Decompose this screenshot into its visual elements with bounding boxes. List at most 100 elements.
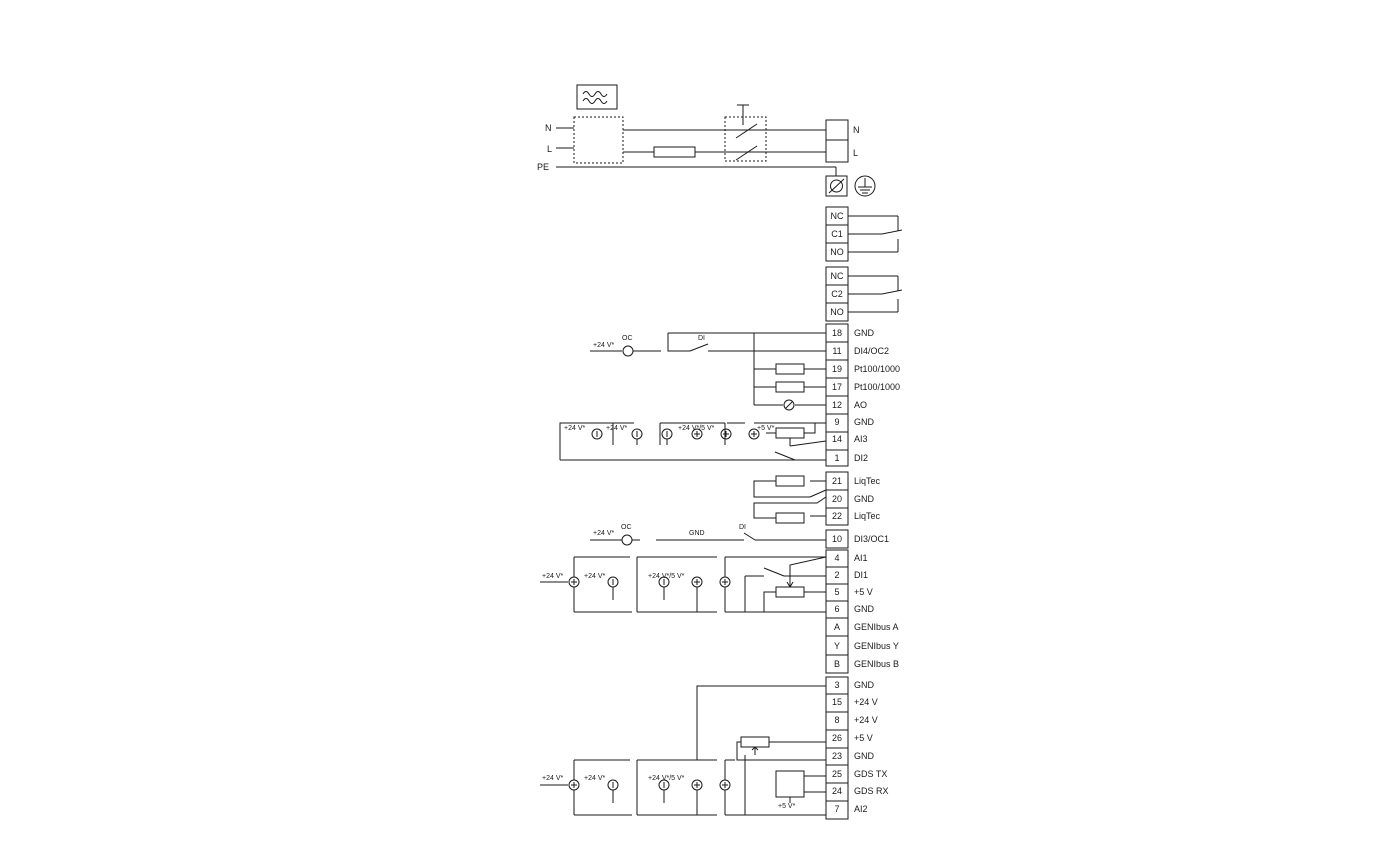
resistor bbox=[775, 363, 805, 375]
terminal-label-5v: +5 V bbox=[854, 587, 873, 597]
terminal-7: 7 bbox=[834, 804, 839, 814]
terminal-l bbox=[825, 139, 849, 163]
voltage-label: +24 V*/5 V* bbox=[648, 775, 685, 782]
terminal-label-di4-oc2: DI4/OC2 bbox=[854, 346, 889, 356]
terminal-17: 17 bbox=[832, 382, 842, 392]
voltage-label: +24 V*/5 V* bbox=[648, 573, 685, 580]
terminal-label-ai3: AI3 bbox=[854, 434, 868, 444]
ground-icon bbox=[854, 175, 876, 197]
terminal-4: 4 bbox=[834, 553, 839, 563]
terminal-label-pt100-a: Pt100/1000 bbox=[854, 364, 900, 374]
terminal-label-n: N bbox=[853, 125, 860, 135]
terminal-label-genibus-b: GENIbus B bbox=[854, 659, 899, 669]
terminal-label-liqtec: LiqTec bbox=[854, 511, 881, 521]
terminal-24: 24 bbox=[832, 786, 842, 796]
voltage-label: +5 V* bbox=[778, 803, 796, 810]
voltage-label: +24 V* bbox=[593, 342, 614, 349]
oc-output-icon bbox=[621, 534, 633, 546]
terminal-a: A bbox=[834, 622, 840, 632]
terminal-label-l: L bbox=[853, 148, 858, 158]
resistor bbox=[775, 381, 805, 393]
terminal-label-gnd: GND bbox=[854, 417, 875, 427]
relay-1-c: C1 bbox=[831, 229, 843, 239]
resistor bbox=[775, 475, 805, 487]
relay-2: NC C2 NO bbox=[825, 266, 903, 322]
terminal-block-2: 21 20 22 LiqTec GND LiqTec bbox=[825, 471, 881, 526]
terminal-5: 5 bbox=[834, 587, 839, 597]
terminal-y: Y bbox=[834, 641, 840, 651]
terminal-8: 8 bbox=[834, 715, 839, 725]
relay-2-no: NO bbox=[830, 307, 844, 317]
terminal-3: 3 bbox=[834, 680, 839, 690]
terminal-label-genibus-a: GENIbus A bbox=[854, 622, 899, 632]
oc-label: OC bbox=[621, 524, 632, 531]
voltage-label: +24 V* bbox=[584, 573, 605, 580]
terminal-block-4: 3 15 8 26 23 25 24 7 GND +24 V +24 V +5 … bbox=[825, 676, 889, 820]
mains-supply-section: N L PE N L bbox=[537, 84, 876, 197]
mains-switch bbox=[724, 104, 767, 162]
relay-1-no: NO bbox=[830, 247, 844, 257]
liqtec-wiring bbox=[753, 475, 827, 524]
emc-filter-box bbox=[573, 116, 624, 164]
terminal-18: 18 bbox=[832, 328, 842, 338]
gds-sensor bbox=[775, 770, 805, 798]
voltage-label: +5 V* bbox=[757, 425, 775, 432]
terminal-19: 19 bbox=[832, 364, 842, 374]
block-3-wiring: +24 V* OC GND DI +24 V* +24 V* +24 V*/5 … bbox=[540, 524, 827, 613]
voltage-label: +24 V* bbox=[593, 530, 614, 537]
relay-1-nc: NC bbox=[831, 211, 844, 221]
terminal-label-gnd: GND bbox=[854, 328, 875, 338]
block-1-wiring: +24 V* OC DI +24 V* +24 V* bbox=[559, 332, 827, 461]
terminal-22: 22 bbox=[832, 511, 842, 521]
terminal-label-di2: DI2 bbox=[854, 453, 868, 463]
terminal-label-gnd: GND bbox=[854, 604, 875, 614]
oc-output-icon bbox=[622, 345, 634, 357]
terminal-26: 26 bbox=[832, 733, 842, 743]
di-label: DI bbox=[698, 335, 705, 342]
line-label-n: N bbox=[545, 123, 552, 133]
terminal-label-ao: AO bbox=[854, 400, 867, 410]
resistor bbox=[775, 512, 805, 524]
terminal-b: B bbox=[834, 659, 840, 669]
terminal-label-di3-oc1: DI3/OC1 bbox=[854, 534, 889, 544]
fuse bbox=[653, 146, 696, 158]
terminal-label-24v: +24 V bbox=[854, 715, 878, 725]
potentiometer bbox=[740, 736, 770, 748]
oc-label: OC bbox=[622, 335, 633, 342]
terminal-label-24v: +24 V bbox=[854, 697, 878, 707]
terminal-label-gds-tx: GDS TX bbox=[854, 769, 887, 779]
terminal-11: 11 bbox=[832, 346, 841, 356]
terminal-label-gnd: GND bbox=[854, 751, 875, 761]
gnd-label: GND bbox=[689, 530, 705, 537]
terminal-label-pt100-b: Pt100/1000 bbox=[854, 382, 900, 392]
terminal-label-genibus-y: GENIbus Y bbox=[854, 641, 899, 651]
terminal-label-gnd: GND bbox=[854, 680, 875, 690]
terminal-block-1: 18 11 19 17 12 9 14 1 GND DI4/OC2 Pt100/… bbox=[825, 323, 900, 467]
terminal-label-di1: DI1 bbox=[854, 570, 868, 580]
terminal-21: 21 bbox=[832, 476, 842, 486]
terminal-12: 12 bbox=[832, 400, 842, 410]
relay-1: NC C1 NO bbox=[825, 206, 903, 262]
terminal-n bbox=[825, 119, 849, 141]
di-label: DI bbox=[739, 524, 746, 531]
terminal-2: 2 bbox=[834, 570, 839, 580]
terminal-label-ai1: AI1 bbox=[854, 553, 868, 563]
voltage-label: +24 V* bbox=[542, 573, 563, 580]
terminal-block-3: 10 4 2 5 6 A Y B DI3/OC1 AI1 DI1 +5 V GN… bbox=[825, 529, 899, 674]
voltage-label: +24 V* bbox=[606, 425, 627, 432]
filter-icon bbox=[576, 84, 618, 110]
terminal-label-ai2: AI2 bbox=[854, 804, 868, 814]
relay-2-nc: NC bbox=[831, 271, 844, 281]
terminal-6: 6 bbox=[834, 604, 839, 614]
potentiometer bbox=[775, 586, 805, 598]
terminal-14: 14 bbox=[832, 434, 842, 444]
line-label-pe: PE bbox=[537, 162, 549, 172]
terminal-label-gds-rx: GDS RX bbox=[854, 786, 889, 796]
terminal-9: 9 bbox=[834, 417, 839, 427]
block-4-wiring: +24 V* +24 V* +24 V*/5 V* bbox=[540, 685, 826, 816]
voltage-label: +24 V* bbox=[542, 775, 563, 782]
terminal-label-gnd: GND bbox=[854, 494, 875, 504]
voltage-label: +24 V* bbox=[584, 775, 605, 782]
voltage-label: +24 V*/5 V* bbox=[678, 425, 715, 432]
